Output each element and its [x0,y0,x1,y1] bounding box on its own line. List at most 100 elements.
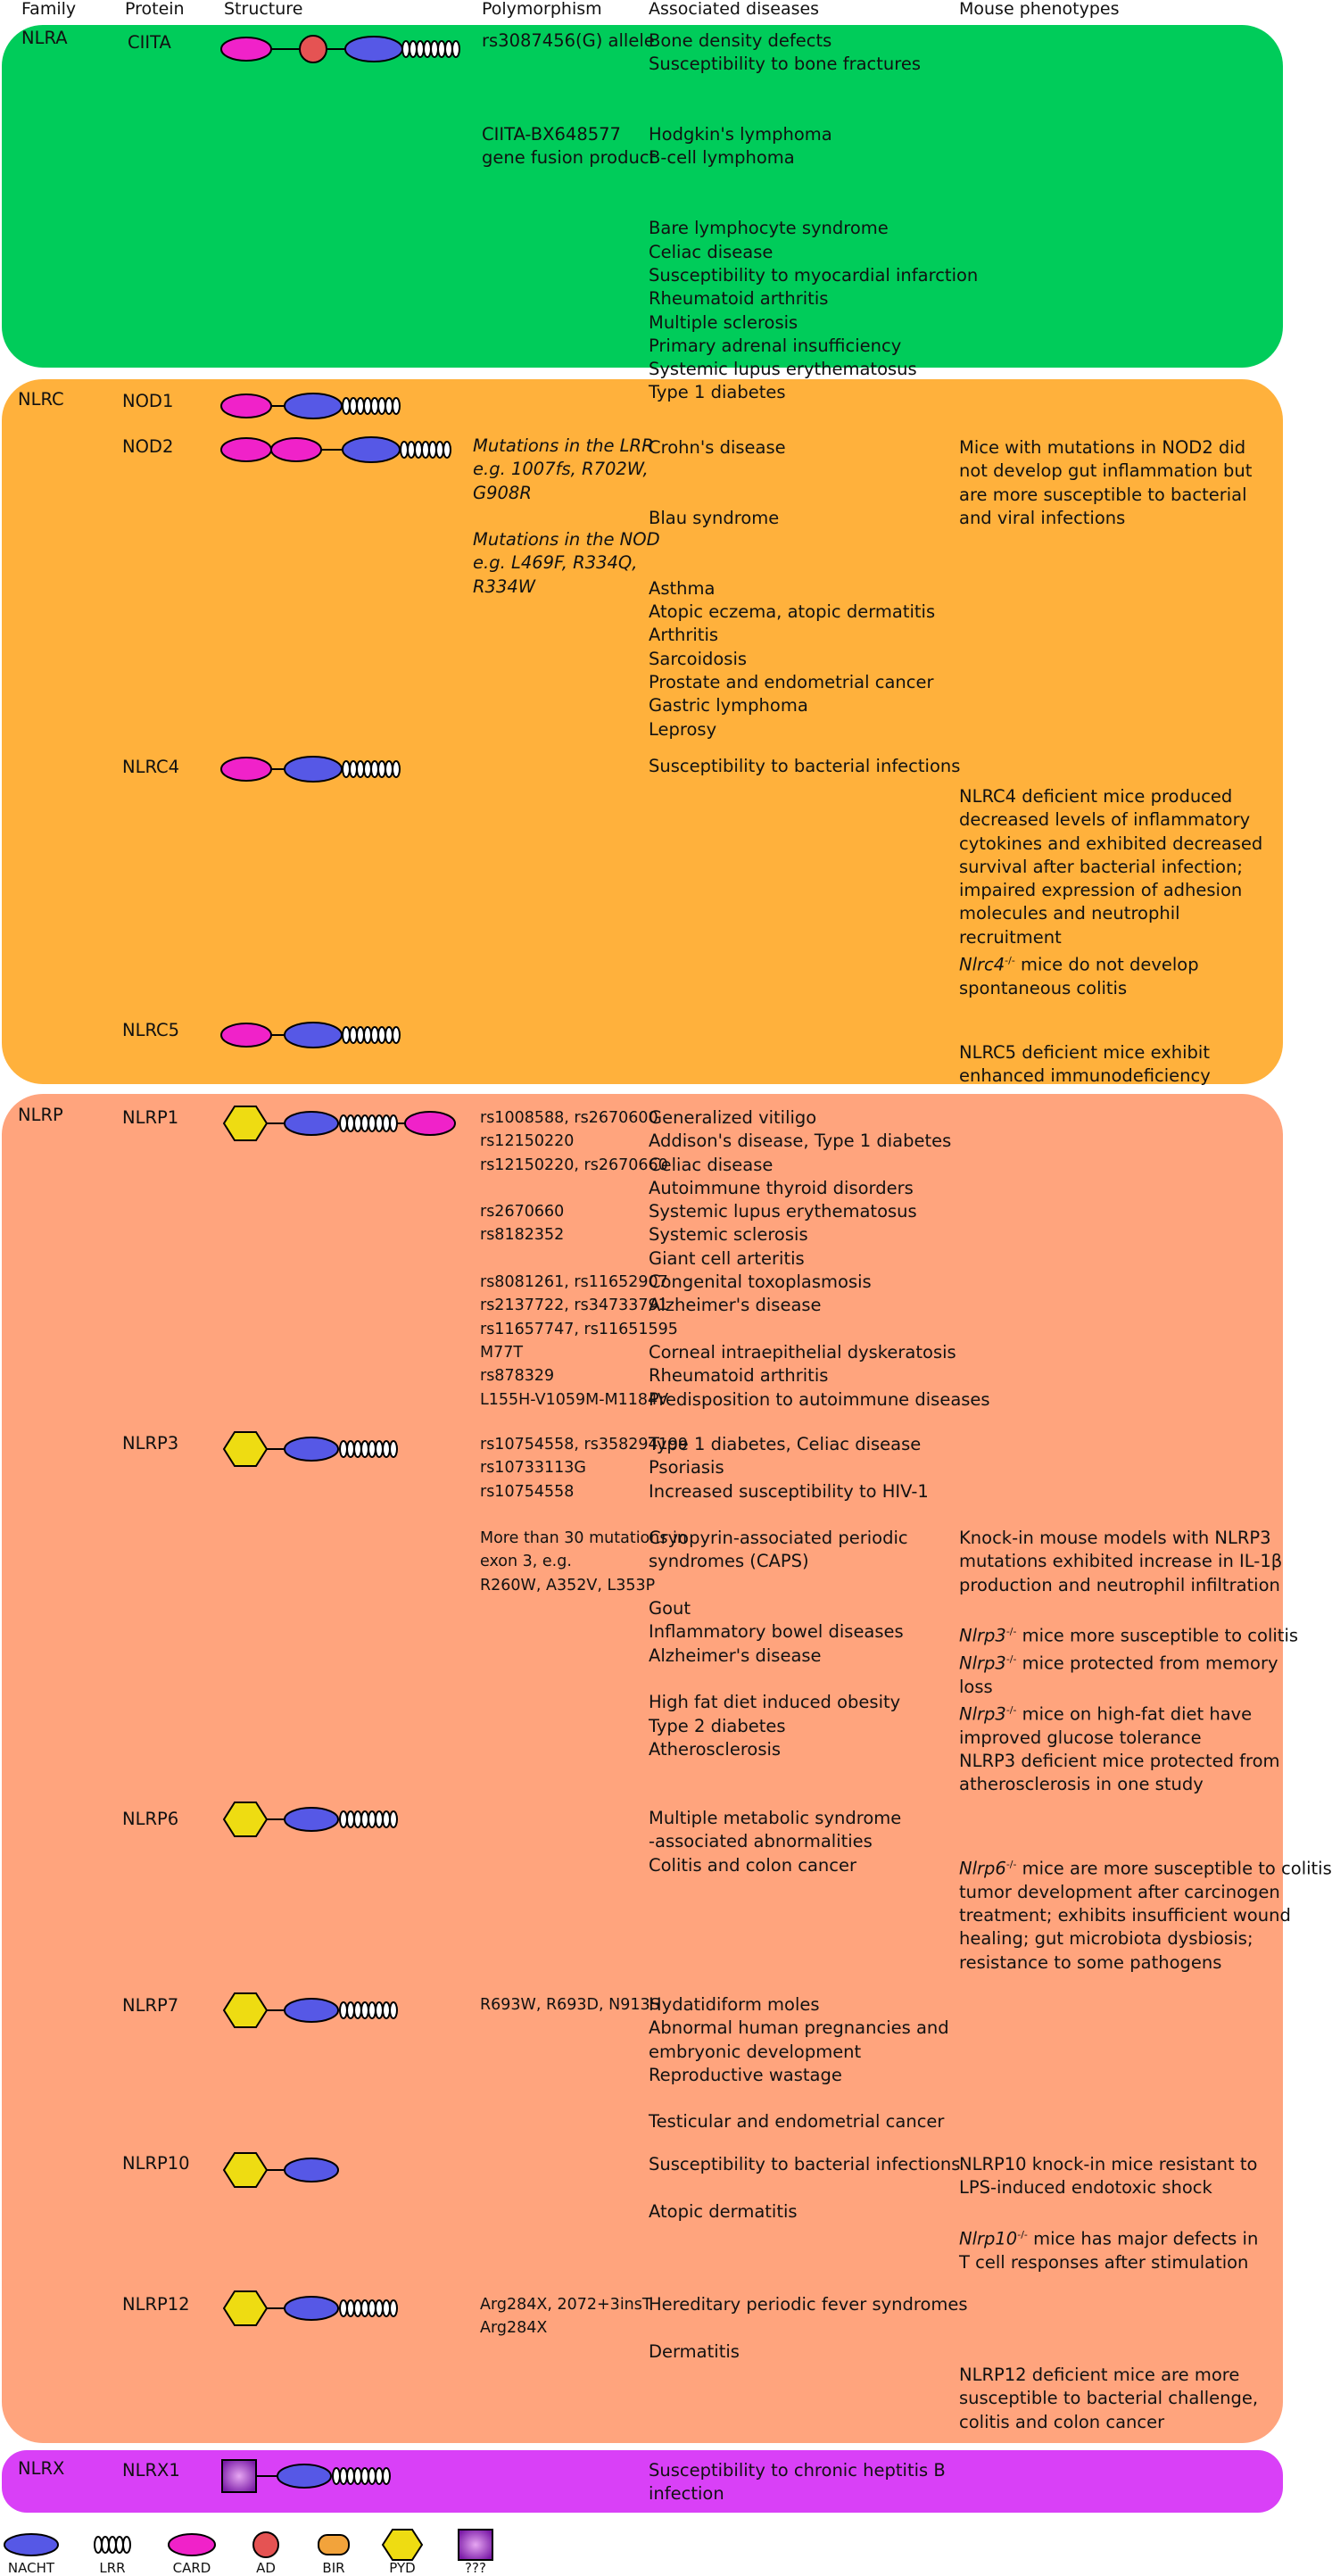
text-line: NLRP3 deficient mice protected from [959,1751,1280,1772]
text-line: colitis and colon cancer [959,2411,1165,2432]
header-diseases: Associated diseases [649,0,820,19]
structure-nlrp10 [222,2152,339,2188]
structure-ciita [220,35,460,63]
text-line: Increased susceptibility to HIV-1 [649,1480,929,1502]
text-line: T cell responses after stimulation [959,2251,1249,2273]
legend-lrr: LRR [99,2560,126,2576]
text-line: production and neutrophil infiltration [959,1574,1280,1595]
protein-nlrp1: NLRP1 [122,1107,179,1128]
protein-nlrx1: NLRX1 [122,2460,180,2481]
legend-pyd: PYD [389,2560,416,2576]
text-line: Mutations in the LRR [473,435,654,456]
structure-nlrp6 [222,1802,398,1837]
text-line: resistance to some pathogens [959,1951,1222,1973]
text-line: Atherosclerosis [649,1738,782,1760]
text-line: tumor development after carcinogen [959,1881,1280,1902]
text-line: Systemic lupus erythematosus [649,1201,917,1222]
text-line: rs8081261, rs11652907 [480,1273,668,1292]
text-line [649,2316,968,2340]
protein-nlrc5: NLRC5 [122,1020,180,1040]
lrr-domain [342,397,401,415]
lrr-domain [339,2001,398,2019]
text-line: syndromes (CAPS) [649,1551,809,1572]
text-line: -associated abnormalities [649,1831,873,1852]
text-line: rs10754558, rs358294199 [480,1436,689,1454]
text-line: decreased levels of inflammatory [959,809,1251,831]
text-line: Congenital toxoplasmosis [649,1271,872,1293]
nacht-domain [284,1807,339,1832]
text-line: rs2137722, rs34733791 [480,1296,668,1315]
text-line [482,77,656,100]
text-line: rs2670660 [480,1203,565,1222]
text-line: infection [649,2483,724,2505]
diseases-nlrc4: Susceptibility to bacterial infections [649,755,960,778]
text-line: Addison's disease, Type 1 diabetes [649,1131,952,1152]
text-line: Mice with mutations in NOD2 did [959,437,1246,458]
protein-nlrc4: NLRC4 [122,757,180,777]
text-line [649,484,935,507]
legend-icons [4,2529,493,2561]
text-line: Generalized vitiligo [649,1107,817,1128]
structure-nlrx1 [221,2459,391,2493]
text-line [649,170,978,194]
nacht-domain [284,1022,343,1048]
pyd-domain [222,1106,269,1141]
text-line: recruitment [959,926,1062,948]
text-line: cytokines and exhibited decreased [959,832,1263,854]
text-line: Predisposition to autoimmune diseases [649,1388,990,1410]
text-line: Gastric lymphoma [649,695,808,716]
text-line [649,1668,929,1691]
family-nlrc: NLRC [18,389,64,410]
text-line: enhanced immunodeficiency [959,1065,1211,1087]
text-line: Nlrc4-/- mice do not develop [959,954,1199,975]
text-line: Nlrp3-/- mice more susceptible to coliti… [959,1625,1299,1646]
text-line: Testicular and endometrial cancer [649,2111,945,2133]
band-nlrx [2,2450,1283,2513]
protein-nlrp10: NLRP10 [122,2153,190,2174]
text-line: LPS-induced endotoxic shock [959,2177,1212,2199]
unknown-legend-icon [458,2529,493,2561]
text-line: loss [959,1676,993,1697]
text-line: M77T [480,1343,524,1362]
nacht-domain [284,1998,339,2023]
lrr-domain [339,1114,398,1132]
header-protein: Protein [125,0,185,19]
text-line [482,53,656,76]
text-line: Nlrp3-/- mice on high-fat diet have [959,1703,1253,1725]
lrr-domain [400,441,451,459]
text-line: Cryopyrin-associated periodic [649,1528,908,1549]
nacht-domain [284,393,343,419]
text-line: Hereditary periodic fever syndromes [649,2294,968,2315]
nacht-domain [342,436,401,463]
diseases-nlrp6: Multiple metabolic syndrome-associated a… [649,1807,901,1877]
lrr-domain [339,1440,398,1458]
text-line: rs1008588, rs2670600 [480,1109,658,1127]
pyd-domain [222,2152,269,2188]
text-line: rs8182352 [480,1226,565,1245]
text-line: are more susceptible to bacterial [959,484,1247,505]
text-line [473,505,660,528]
text-line [649,2087,949,2110]
protein-nlrp6: NLRP6 [122,1809,179,1829]
text-line [649,1318,990,1341]
text-line [649,77,978,100]
protein-nlrp3: NLRP3 [122,1433,179,1454]
family-nlra: NLRA [21,28,68,48]
card-domain [270,437,322,462]
text-line [649,1574,929,1597]
text-line: Susceptibility to chronic heptitis B [649,2460,946,2481]
protein-nod1: NOD1 [122,391,174,411]
text-line: Arg284X [480,2319,548,2338]
text-line: Colitis and colon cancer [649,1854,857,1876]
text-line: L155H-V1059M-M1184V [480,1390,669,1409]
text-line: R693W, R693D, N913S [480,1996,660,2014]
card-domain [220,37,272,62]
text-line: Blau syndrome [649,507,780,528]
text-line: Primary adrenal insufficiency [649,335,902,356]
header-family: Family [21,0,77,19]
mouse-nlrp6: Nlrp6-/- mice are more susceptible to co… [959,1853,1332,1975]
